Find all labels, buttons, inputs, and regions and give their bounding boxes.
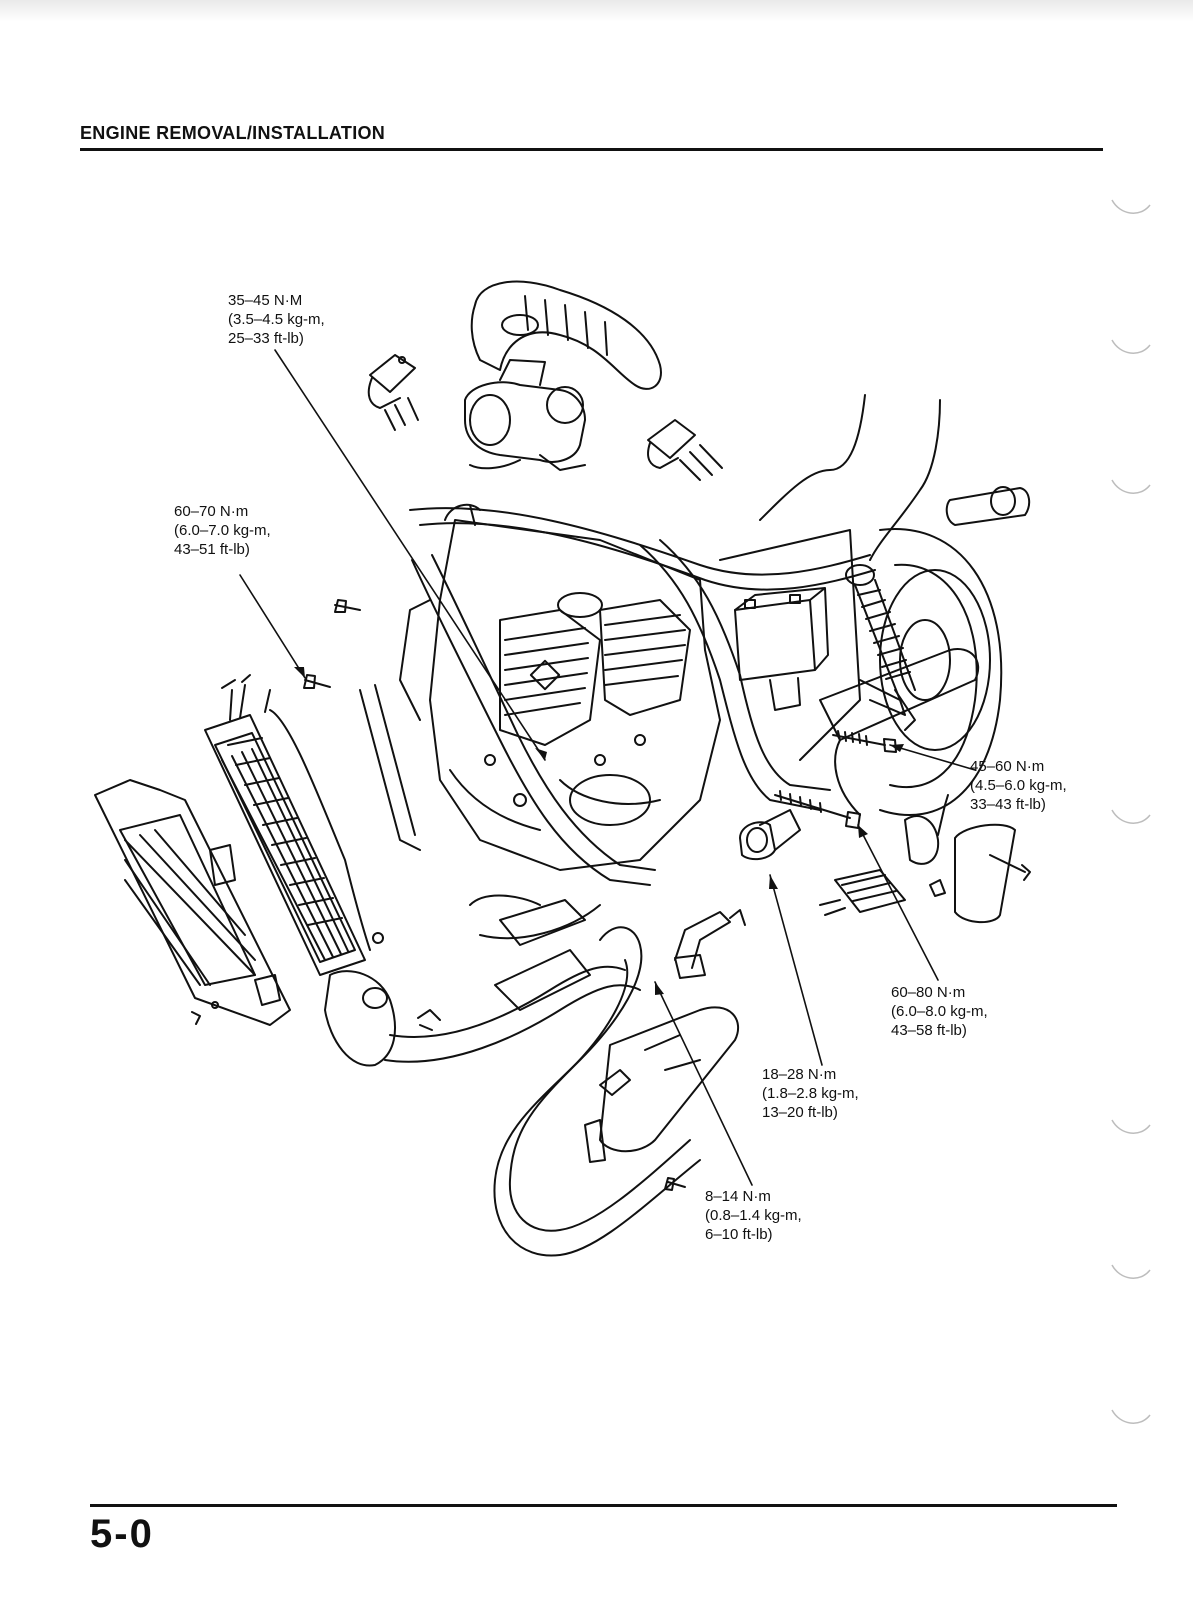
ignition-coil-left [367, 354, 419, 431]
engine-block [399, 503, 721, 871]
rear-mount-bolts [774, 730, 897, 829]
torque-value-ftlb: 33–43 ft-lb) [970, 796, 1046, 813]
torque-value-ftlb: 43–58 ft-lb) [891, 1022, 967, 1039]
torque-value-ftlb: 43–51 ft-lb) [174, 541, 250, 558]
leader-line-footpeg [769, 874, 823, 1066]
torque-label-rear-lower: 60–80 N·m (6.0–8.0 kg-m, 43–58 ft-lb) [891, 983, 988, 1040]
footer-rule [90, 1504, 1117, 1507]
leader-lines [239, 349, 976, 1186]
torque-value-kgm: (6.0–7.0 kg-m, [174, 522, 271, 539]
gearshift-lever [674, 909, 746, 979]
torque-value-kgm: (0.8–1.4 kg-m, [705, 1207, 802, 1224]
torque-label-footpeg: 18–28 N·m (1.8–2.8 kg-m, 13–20 ft-lb) [762, 1065, 859, 1122]
scan-edge-shadow [0, 0, 1193, 22]
radiator-grille-cover [94, 779, 291, 1026]
torque-label-front-mount: 60–70 N·m (6.0–7.0 kg-m, 43–51 ft-lb) [174, 502, 271, 559]
rear-wheel [879, 528, 1003, 816]
header-rule [80, 148, 1103, 151]
torque-value-kgm: (1.8–2.8 kg-m, [762, 1085, 859, 1102]
torque-value-kgm: (3.5–4.5 kg-m, [228, 311, 325, 328]
footpeg-bracket [739, 794, 949, 916]
section-title: ENGINE REMOVAL/INSTALLATION [80, 123, 386, 143]
torque-label-carb: 35–45 N·M (3.5–4.5 kg-m, 25–33 ft-lb) [228, 291, 325, 348]
leader-line-front-mount [239, 574, 306, 679]
torque-value-nm: 35–45 N·M [228, 292, 303, 309]
side-cover-right [954, 823, 1031, 924]
frame [359, 507, 876, 886]
leader-line-rear-lower [857, 824, 939, 981]
battery [734, 587, 829, 711]
page-number: 5-0 [90, 1512, 154, 1556]
binder-hole-marks [1111, 199, 1151, 1424]
air-intake-duct [470, 280, 662, 390]
torque-value-nm: 60–70 N·m [174, 503, 249, 520]
torque-value-nm: 45–60 N·m [970, 758, 1045, 775]
torque-value-nm: 60–80 N·m [891, 984, 966, 1001]
torque-value-ftlb: 25–33 ft-lb) [228, 330, 304, 347]
carburetor [464, 359, 586, 471]
rear-muffler [819, 648, 980, 816]
torque-value-ftlb: 6–10 ft-lb) [705, 1226, 773, 1243]
torque-value-ftlb: 13–20 ft-lb) [762, 1104, 838, 1121]
radiator [204, 674, 384, 976]
torque-label-rear-upper: 45–60 N·m (4.5–6.0 kg-m, 33–43 ft-lb) [970, 757, 1067, 814]
torque-label-exhaust: 8–14 N·m (0.8–1.4 kg-m, 6–10 ft-lb) [705, 1187, 802, 1244]
torque-value-kgm: (4.5–6.0 kg-m, [970, 777, 1067, 794]
ignition-coil-right [647, 419, 723, 481]
loose-bolts [303, 599, 686, 1191]
exhaust-system [324, 894, 740, 1257]
leader-line-exhaust [654, 981, 753, 1186]
leader-line-rear-upper [889, 744, 976, 771]
rear-fender [759, 394, 1031, 561]
leader-line-carb [274, 349, 546, 761]
torque-value-nm: 18–28 N·m [762, 1066, 837, 1083]
rear-shock-absorber [845, 564, 916, 731]
torque-value-nm: 8–14 N·m [705, 1188, 771, 1205]
torque-value-kgm: (6.0–8.0 kg-m, [891, 1003, 988, 1020]
